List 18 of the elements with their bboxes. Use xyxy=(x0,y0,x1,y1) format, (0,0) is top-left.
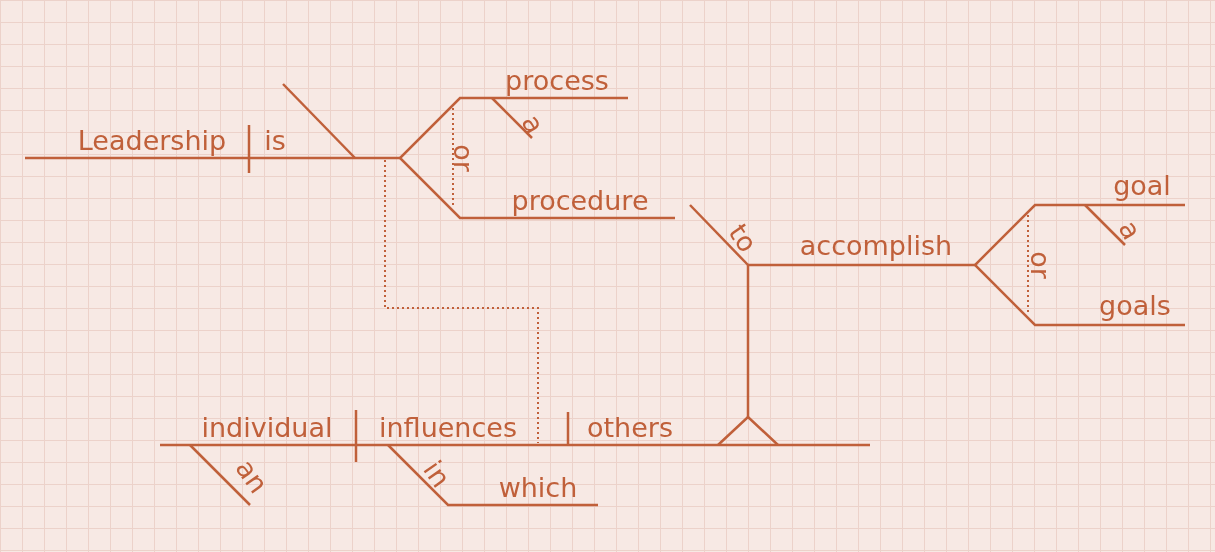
word-label: accomplish xyxy=(799,231,953,259)
word-label: a xyxy=(517,110,549,138)
word-label: is xyxy=(264,126,286,154)
word-label: to xyxy=(724,219,762,257)
word-label: or xyxy=(449,144,477,172)
word-label: goal xyxy=(1113,171,1171,199)
word-label: individual xyxy=(201,413,333,441)
word-label: which xyxy=(498,473,578,501)
word-label: influences xyxy=(379,413,517,441)
word-label: a xyxy=(1114,216,1146,244)
word-label: Leadership xyxy=(77,126,227,154)
word-label: goals xyxy=(1099,291,1171,319)
word-label: procedure xyxy=(511,186,649,214)
word-label: an xyxy=(231,454,273,498)
word-label: process xyxy=(505,66,609,94)
word-label: or xyxy=(1026,251,1054,279)
word-label: in xyxy=(418,456,456,492)
word-label: others xyxy=(587,413,673,441)
